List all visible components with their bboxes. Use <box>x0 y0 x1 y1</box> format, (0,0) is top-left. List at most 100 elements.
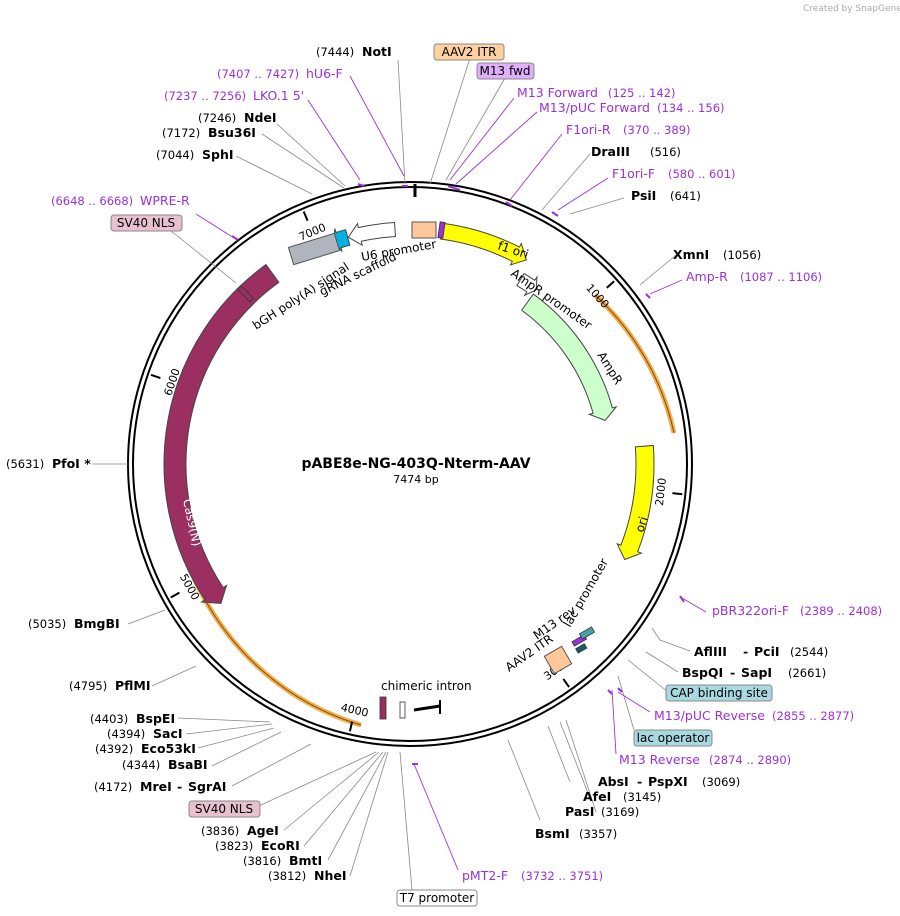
site-noti-pos: (7444) <box>316 45 354 59</box>
site-pflmi[interactable]: PflMI <box>115 678 151 693</box>
lac-operator-feature[interactable] <box>575 643 588 654</box>
feature-ampr-promoter[interactable] <box>516 272 538 297</box>
callout-xmni <box>639 254 677 286</box>
callout-m13-forward <box>449 97 515 181</box>
site-eco53ki[interactable]: Eco53kI <box>141 741 196 756</box>
svg-text:M13 fwd: M13 fwd <box>480 64 531 78</box>
site-sapi[interactable]: SapI <box>741 665 772 680</box>
site-pasi[interactable]: PasI <box>565 804 594 819</box>
primer-f1ori-f-range: (580 .. 601) <box>668 167 736 181</box>
site-pflmi-pos: (4795) <box>69 679 107 693</box>
primer-pbr322ori-f[interactable]: pBR322ori-F <box>712 603 789 618</box>
box-t7-promoter[interactable]: T7 promoter <box>396 889 478 907</box>
primer-marks <box>231 183 685 765</box>
callout-bsu36i <box>261 133 345 189</box>
restriction-sites: (7444) NotI (7246) NdeI (7172) Bsu36I (7… <box>6 44 828 883</box>
primer-lko1[interactable]: LKO.1 5' <box>253 88 304 103</box>
primer-f1ori-r[interactable]: F1ori-R <box>566 122 611 137</box>
site-sgrai[interactable]: SgrAI <box>188 779 226 794</box>
callout-saci <box>185 723 273 735</box>
callout-bspei <box>177 717 271 723</box>
site-bmti[interactable]: BmtI <box>289 853 322 868</box>
primer-m13-puc-reverse[interactable]: M13/pUC Reverse <box>654 708 765 723</box>
callout-bsmi <box>507 739 541 821</box>
callout-pasi <box>565 719 597 813</box>
site-bsu36i[interactable]: Bsu36I <box>208 125 256 140</box>
primer-m13-reverse[interactable]: M13 Reverse <box>619 752 700 767</box>
site-saci[interactable]: SacI <box>153 726 183 741</box>
site-xmni[interactable]: XmnI <box>673 247 709 262</box>
m13-fwd-feature[interactable] <box>437 221 446 239</box>
box-sv40-nls-bottom[interactable]: SV40 NLS <box>188 800 261 818</box>
site-bmgbi[interactable]: BmgBI <box>74 616 120 631</box>
callout-lac-operator <box>617 675 635 731</box>
site-draiii[interactable]: DraIII <box>591 144 630 159</box>
callout-ndei <box>276 123 346 187</box>
svg-text:lac operator: lac operator <box>637 731 710 745</box>
site-absi[interactable]: AbsI <box>598 774 629 789</box>
site-nhei[interactable]: NheI <box>314 868 347 883</box>
svg-text:AAV2 ITR: AAV2 ITR <box>442 45 497 59</box>
callout-m13-puc-reverse <box>617 691 651 713</box>
primer-wpre-r[interactable]: WPRE-R <box>140 193 190 208</box>
feature-arrows <box>163 221 655 604</box>
site-bmti-pos: (3816) <box>243 854 281 868</box>
primer-hu6f[interactable]: hU6-F <box>306 66 343 81</box>
sv40-nls-feature-top[interactable] <box>236 284 255 303</box>
snapgene-credit: Created by SnapGene <box>803 4 900 14</box>
site-pfoi[interactable]: PfoI * <box>52 456 91 471</box>
box-aav2-itr[interactable]: AAV2 ITR <box>433 43 505 61</box>
feature-ampr[interactable] <box>520 293 618 421</box>
site-ecori[interactable]: EcoRI <box>261 838 300 853</box>
site-draiii-pos: (516) <box>650 145 681 159</box>
primer-pmt2-f[interactable]: pMT2-F <box>462 868 508 883</box>
t7-promoter-feature[interactable] <box>413 704 441 712</box>
feature-cas9-n[interactable] <box>163 263 280 604</box>
callout-ecori <box>303 751 384 847</box>
site-bsmi-pos: (3357) <box>579 827 617 841</box>
site-bsabi-pos: (4344) <box>122 758 160 772</box>
site-pspxi[interactable]: PspXI <box>648 774 688 789</box>
box-m13-fwd[interactable]: M13 fwd <box>476 62 535 80</box>
box-sv40-nls-top[interactable]: SV40 NLS <box>110 214 183 232</box>
primer-m13-forward-range: (125 .. 142) <box>608 86 676 100</box>
box-lac-operator[interactable]: lac operator <box>633 729 713 747</box>
sv40-nls-feature-bottom[interactable] <box>379 696 387 720</box>
site-bspqi-pos: (2661) <box>788 666 826 680</box>
site-psii-pos: (641) <box>670 189 701 203</box>
site-psii[interactable]: PsiI <box>631 188 656 203</box>
site-agei[interactable]: AgeI <box>247 823 279 838</box>
svg-text:CAP binding site: CAP binding site <box>670 686 768 700</box>
site-afei[interactable]: AfeI <box>583 789 611 804</box>
feature-ori[interactable] <box>616 444 655 561</box>
site-ndei-pos: (7246) <box>198 111 236 125</box>
site-ndei[interactable]: NdeI <box>244 110 277 125</box>
site-afliii[interactable]: AflIII <box>694 644 727 659</box>
chimeric-intron-feature[interactable] <box>399 701 406 719</box>
plasmid-length: 7474 bp <box>393 473 438 486</box>
primer-hu6f-range: (7407 .. 7427) <box>217 67 299 81</box>
primer-m13-puc-forward[interactable]: M13/pUC Forward <box>539 100 650 115</box>
backbone-inner-ring <box>132 186 688 742</box>
site-bspqi[interactable]: BspQI <box>682 665 723 680</box>
aav2-itr-feature-top[interactable] <box>411 221 437 239</box>
primer-m13-forward[interactable]: M13 Forward <box>517 85 598 100</box>
site-bsmi[interactable]: BsmI <box>535 826 570 841</box>
site-bsabi[interactable]: BsaBI <box>168 757 208 772</box>
feature-f1-ori[interactable] <box>439 222 527 266</box>
cap-binding-feature[interactable] <box>578 626 596 640</box>
site-pcii[interactable]: PciI <box>754 644 780 659</box>
site-mrei[interactable]: MreI <box>140 779 172 794</box>
bgh-polya-feature[interactable] <box>287 232 341 266</box>
callout-psii <box>569 197 625 215</box>
primer-amp-r[interactable]: Amp-R <box>686 269 728 284</box>
feature-u6-promoter[interactable] <box>347 221 396 247</box>
site-bspei[interactable]: BspEI <box>136 711 175 726</box>
site-sphi[interactable]: SphI <box>202 147 234 162</box>
site-noti[interactable]: NotI <box>362 44 392 59</box>
primer-f1ori-f[interactable]: F1ori-F <box>612 166 655 181</box>
aav2-itr-feature-bottom[interactable] <box>543 645 573 675</box>
box-cap-binding-site[interactable]: CAP binding site <box>665 684 773 702</box>
callout-m13-fwd <box>445 77 506 181</box>
callout-cap-binding <box>627 659 669 693</box>
